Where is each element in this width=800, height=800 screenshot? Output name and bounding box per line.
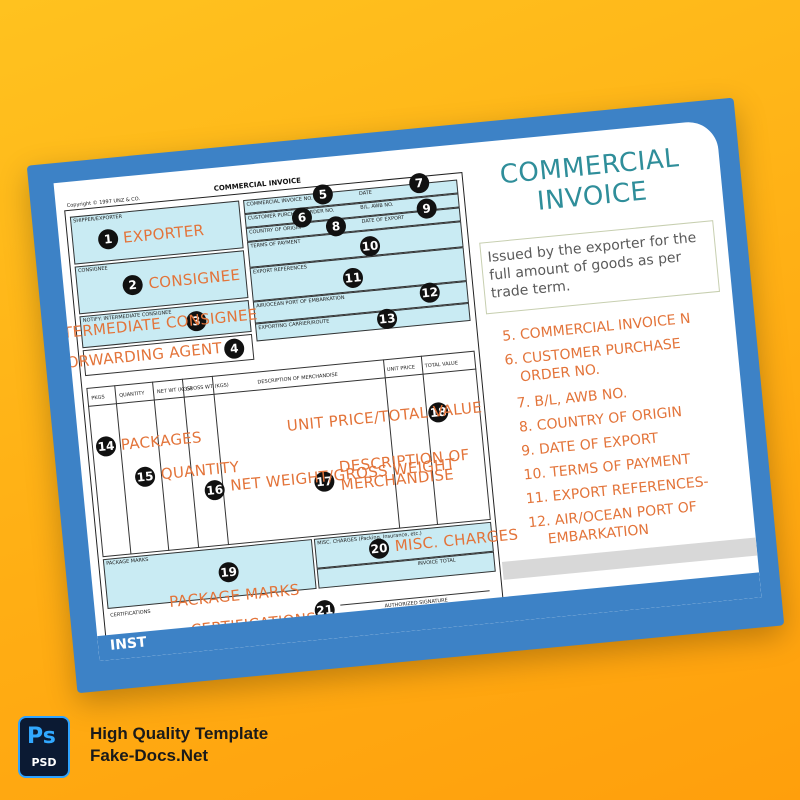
- invoice-mockup-card: COMMERCIAL INVOICE Copyright © 1997 UNZ …: [26, 97, 785, 694]
- terms-payment-label: TERMS OF PAYMENT: [250, 238, 301, 250]
- invoice-no-label: COMMERCIAL INVOICE NO.: [246, 195, 313, 208]
- consignee-label: CONSIGNEE: [77, 265, 108, 275]
- footer-line2: Fake-Docs.Net: [90, 746, 209, 765]
- form-copyright: Copyright © 1997 UNZ & CO.: [66, 196, 141, 210]
- document-sheet: COMMERCIAL INVOICE Copyright © 1997 UNZ …: [53, 119, 762, 662]
- pkgs-label: PKGS: [91, 394, 105, 402]
- photoshop-icon: Ps PSD: [18, 716, 70, 778]
- form-title: COMMERCIAL INVOICE: [213, 176, 302, 193]
- shipper-label: SHIPPER/EXPORTER: [73, 213, 123, 225]
- certifications-field-label: CERTIFICATIONS: [109, 608, 151, 619]
- psd-label: PSD: [31, 756, 57, 769]
- footer-line1: High Quality Template: [90, 724, 269, 743]
- export-refs-label: EXPORT REFERENCES: [252, 264, 308, 276]
- commercial-invoice-form: COMMERCIAL INVOICE Copyright © 1997 UNZ …: [54, 171, 519, 649]
- footer: Ps PSD High Quality Template Fake-Docs.N…: [18, 716, 418, 786]
- bl-label: B/L, AWB NO.: [360, 201, 394, 211]
- ps-logo-text: Ps: [27, 724, 56, 749]
- country-origin-label: COUNTRY OF ORIGIN: [248, 224, 302, 236]
- date-label: DATE: [358, 189, 373, 197]
- gray-band: [501, 537, 758, 580]
- panel-title: COMMERCIAL INVOICE: [474, 141, 709, 223]
- list-item: 7. B/L, AWB NO.: [516, 385, 628, 412]
- date-export-label: DATE OF EXPORT: [361, 214, 405, 225]
- panel-description: Issued by the exporter for the full amou…: [479, 220, 721, 315]
- invoice-total-label: INVOICE TOTAL: [417, 557, 456, 568]
- package-marks-label: PACKAGE MARKS: [105, 556, 149, 567]
